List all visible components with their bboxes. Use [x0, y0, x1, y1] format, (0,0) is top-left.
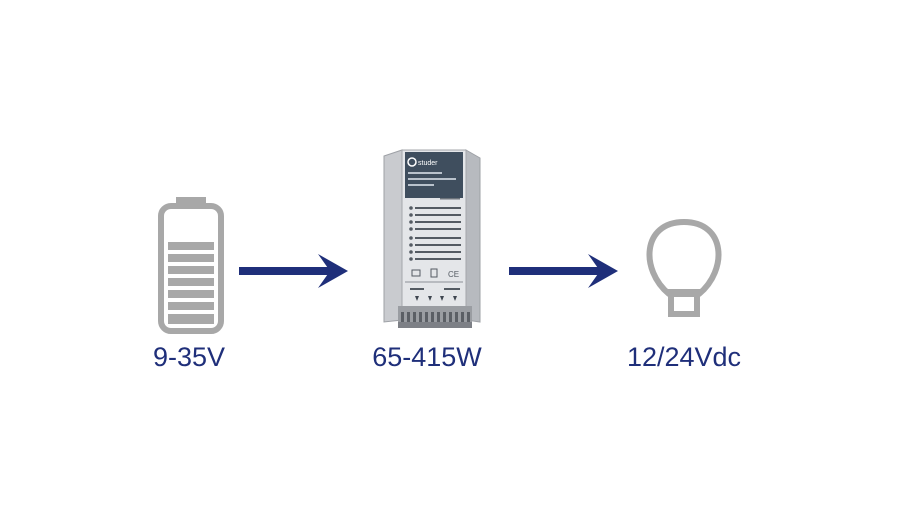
input-voltage-label: 9-35V	[152, 342, 226, 372]
svg-text:CE: CE	[448, 270, 459, 279]
output-voltage-label: 12/24Vdc	[626, 342, 742, 372]
brand-text: studer	[418, 160, 438, 167]
power-range-label: 65-415W	[372, 342, 482, 372]
